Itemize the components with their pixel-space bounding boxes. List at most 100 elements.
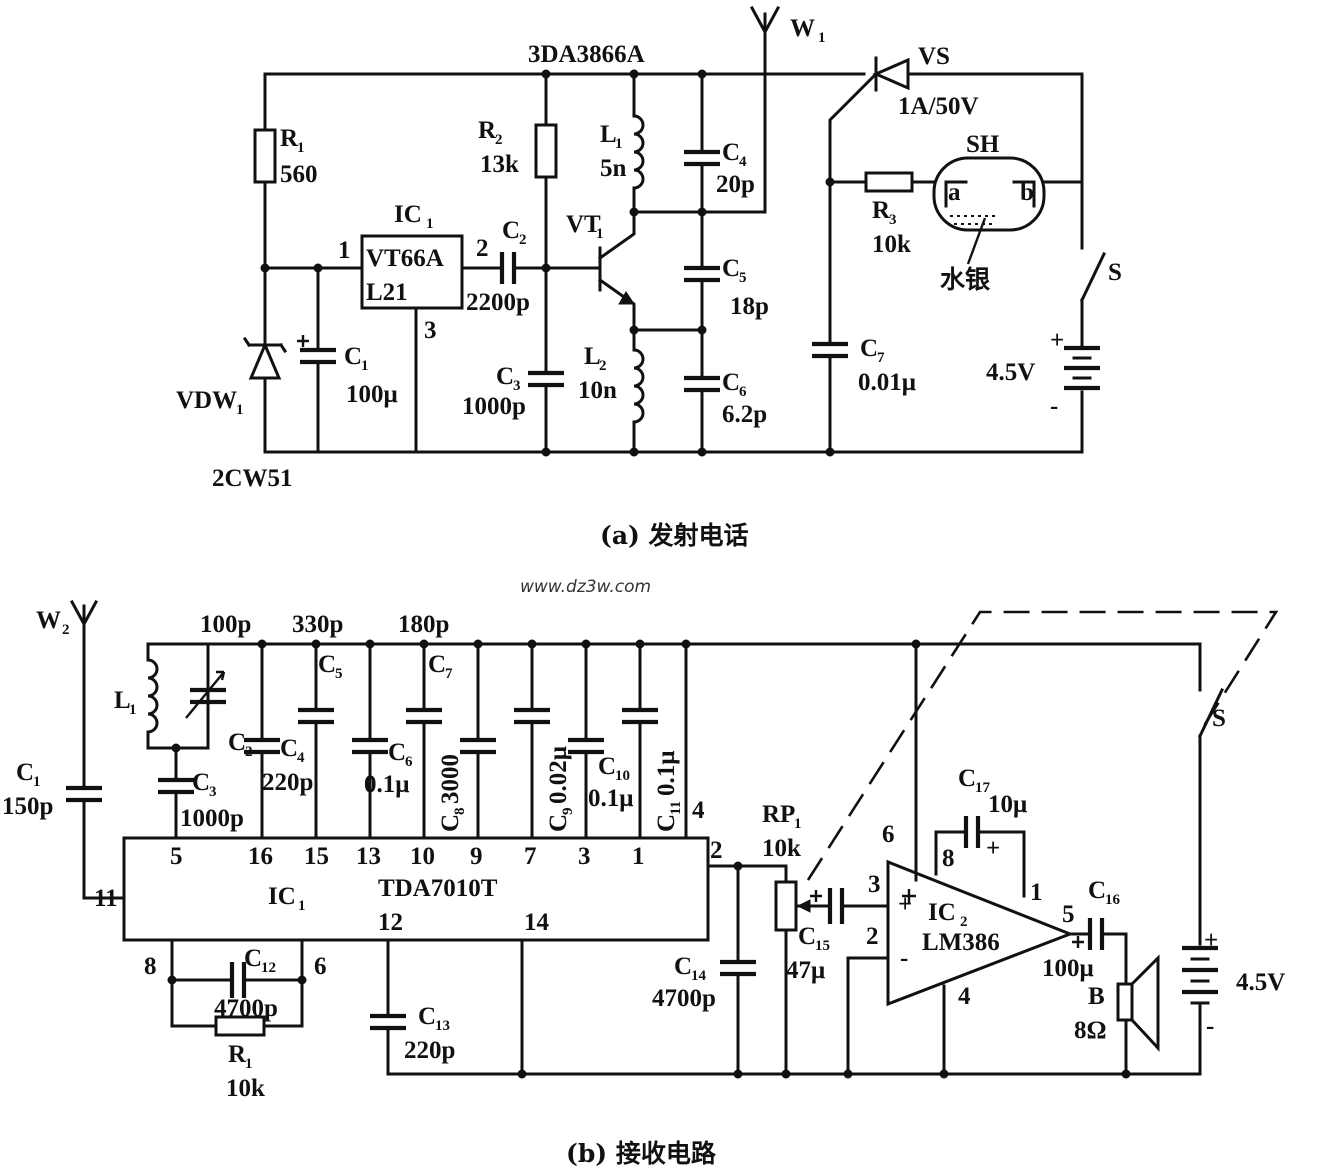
capacitor-b-c13 (370, 938, 406, 1076)
svg-text:1: 1 (615, 136, 623, 152)
label-ic2-pin6: 6 (882, 821, 895, 848)
capacitor-b-c6 (352, 642, 388, 840)
label-ic-part2: L21 (366, 279, 408, 306)
inductor-a-l1 (632, 72, 645, 214)
label-r2: R (478, 117, 497, 144)
label-sh: SH (966, 131, 1000, 158)
ic-tda7010t (122, 836, 710, 942)
pin-2: 2 (710, 837, 723, 864)
capacitor-b-c16 (1068, 918, 1128, 986)
svg-text:12: 12 (261, 960, 276, 976)
svg-text:1: 1 (245, 1056, 253, 1072)
svg-text:11: 11 (668, 801, 684, 815)
pin-1: 1 (632, 843, 645, 870)
svg-text:1: 1 (298, 898, 306, 914)
label-c4-value-b: 220p (262, 769, 313, 796)
label-r1-value: 560 (280, 161, 318, 188)
svg-text:13: 13 (435, 1018, 450, 1034)
label-c6: C (722, 369, 740, 396)
label-c10-b: C (598, 753, 616, 780)
pin-4: 4 (692, 797, 705, 824)
svg-text:2: 2 (245, 744, 253, 760)
svg-text:6: 6 (739, 384, 747, 400)
label-c2-value: 2200p (466, 289, 530, 316)
label-c1-value: 100μ (346, 381, 398, 408)
resistor-b-r1 (170, 1015, 304, 1037)
label-c7-value-b: 180p (398, 611, 449, 638)
label-switch-b: S (1212, 705, 1226, 732)
zener-diode-vdw1 (242, 266, 288, 454)
label-l2: L (584, 343, 601, 370)
svg-text:2: 2 (62, 622, 70, 638)
label-r1-b: R (228, 1041, 247, 1068)
capacitor-a-c5 (684, 210, 720, 332)
label-c16-value-b: 100μ (1042, 955, 1094, 982)
antenna-w1 (749, 5, 781, 214)
label-r2-value: 13k (480, 151, 519, 178)
pin-3: 3 (578, 843, 591, 870)
label-battery-b: 4.5V (1236, 969, 1285, 996)
label-ic2-pin2: 2 (866, 923, 879, 950)
svg-text:5: 5 (739, 270, 747, 286)
label-ic2-plus: + (898, 891, 912, 918)
label-battery-a-plus: + (1050, 327, 1064, 354)
svg-text:1: 1 (236, 402, 244, 418)
label-ic2-pin1: 1 (1030, 879, 1043, 906)
capacitor-a-c4 (684, 72, 720, 214)
label-l1-value: 5n (600, 155, 627, 182)
label-c16-b: C (1088, 877, 1106, 904)
label-ic-pin2: 2 (476, 235, 489, 262)
pin-9: 9 (470, 843, 483, 870)
label-c8-value-b: 3000 (437, 754, 464, 804)
resistor-a-r2 (534, 72, 558, 270)
svg-text:4: 4 (297, 750, 305, 766)
label-c5: C (722, 255, 740, 282)
label-c11-rotated: C 11 0.1μ (653, 751, 684, 832)
label-l2-value: 10n (578, 377, 617, 404)
label-c6-value-b: 0.1μ (364, 771, 409, 798)
power-switch-a[interactable] (1079, 72, 1107, 347)
label-c17-plus: + (986, 835, 1000, 862)
svg-text:2: 2 (960, 914, 968, 930)
pin-14: 14 (524, 909, 550, 936)
pin-7: 7 (524, 843, 537, 870)
label-c6-b: C (388, 739, 406, 766)
label-c9-b: C (545, 814, 572, 832)
label-c14-value-b: 4700p (652, 985, 716, 1012)
label-ic1-b: IC (268, 883, 296, 910)
ic-vt66a (360, 234, 504, 454)
label-c4-value: 20p (716, 171, 755, 198)
circuit-a (242, 5, 1107, 457)
label-c1: C (344, 343, 362, 370)
potentiometer-rp1[interactable] (774, 864, 832, 1076)
power-switch-b[interactable] (1197, 642, 1225, 946)
label-vdw-part: 2CW51 (212, 465, 293, 492)
label-battery-a: 4.5V (986, 359, 1035, 386)
label-c5-b: C (318, 651, 336, 678)
label-c8-b: C (437, 814, 464, 832)
label-c8-rotated: C 8 3000 (437, 754, 468, 832)
label-c17-value-b: 10μ (988, 791, 1027, 818)
label-vt1: VT (566, 211, 601, 238)
svg-text:1: 1 (426, 216, 434, 232)
label-tda7010t: TDA7010T (378, 875, 498, 902)
svg-text:1: 1 (794, 816, 802, 832)
label-speaker-value: 8Ω (1074, 1017, 1107, 1044)
capacitor-a-c6 (684, 328, 720, 454)
label-c9-rotated: C 9 0.02μ (545, 746, 576, 832)
svg-text:3: 3 (889, 212, 897, 228)
trimmer-capacitor-b-c2 (185, 670, 226, 719)
svg-text:14: 14 (691, 968, 707, 984)
pin-12: 12 (378, 909, 403, 936)
svg-text:16: 16 (1105, 892, 1121, 908)
svg-text:4: 4 (739, 154, 747, 170)
svg-text:1: 1 (596, 226, 604, 242)
label-vs-rating: 1A/50V (898, 93, 979, 120)
capacitor-b-c7 (406, 642, 442, 840)
capacitor-b-c10 (568, 642, 604, 840)
label-c14-b: C (674, 953, 692, 980)
svg-text:10: 10 (615, 768, 630, 784)
capacitor-b-c9 (514, 642, 550, 840)
label-c1-value-b: 150p (2, 793, 53, 820)
